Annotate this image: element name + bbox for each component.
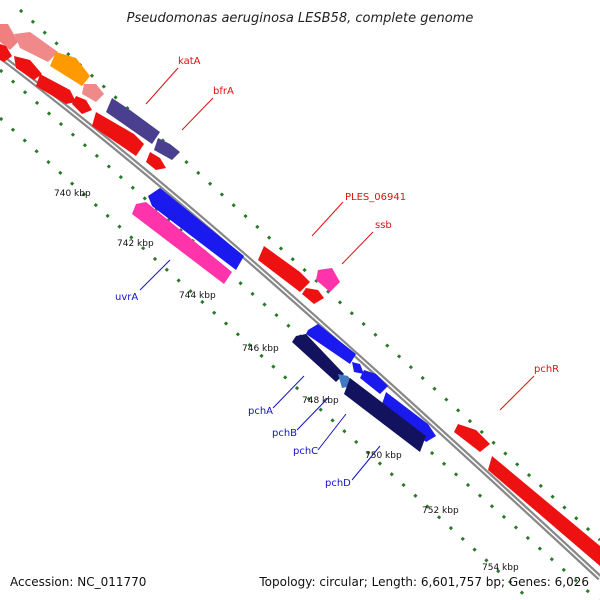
label-ples-06941: PLES_06941: [345, 192, 406, 203]
label-bfrA: bfrA: [213, 86, 234, 97]
feature-pink-2[interactable]: [14, 32, 58, 62]
label-uvrA: uvrA: [115, 292, 138, 303]
feature-red-7[interactable]: [302, 288, 324, 304]
tick-label-746: 746 kbp: [242, 344, 279, 354]
feature-ples-06941[interactable]: [258, 246, 310, 292]
genome-summary-text: Topology: circular; Length: 6,601,757 bp…: [258, 575, 589, 589]
feature-bfrA[interactable]: [154, 138, 180, 160]
map-title: Pseudomonas aeruginosa LESB58, complete …: [127, 11, 474, 26]
feature-uvrA[interactable]: [132, 202, 232, 284]
tick-label-740: 740 kbp: [54, 189, 91, 199]
feature-navy-2[interactable]: [344, 378, 426, 452]
feature-blue-large[interactable]: [148, 188, 244, 270]
tick-label-744: 744 kbp: [179, 291, 216, 301]
label-pchA: pchA: [248, 406, 273, 417]
feature-pink-3[interactable]: [82, 84, 104, 102]
feature-pchC-blue[interactable]: [382, 392, 436, 442]
tick-label-754: 754 kbp: [482, 563, 519, 573]
label-katA: katA: [178, 56, 201, 67]
dotted-track-outer: [18, 8, 600, 542]
tick-label-748: 748 kbp: [302, 396, 339, 406]
feature-pchA-blue[interactable]: [306, 324, 356, 364]
label-connectors: [139, 67, 535, 481]
label-pchB: pchB: [272, 428, 297, 439]
tick-label-742: 742 kbp: [117, 239, 154, 249]
tick-label-750: 750 kbp: [365, 451, 402, 461]
label-ssb: ssb: [375, 220, 392, 231]
feature-pchB-blue[interactable]: [360, 370, 388, 394]
feature-blue-small-1[interactable]: [352, 362, 364, 374]
feature-red-4[interactable]: [72, 96, 92, 114]
feature-red-long[interactable]: [488, 456, 600, 566]
genome-backbone: [0, 53, 600, 581]
feature-red-5[interactable]: [92, 112, 144, 156]
feature-pchR[interactable]: [454, 424, 490, 452]
label-pchR: pchR: [534, 364, 559, 375]
label-pchD: pchD: [325, 478, 351, 489]
tick-label-752: 752 kbp: [422, 506, 459, 516]
label-pchC: pchC: [293, 446, 318, 457]
feature-katA[interactable]: [106, 98, 160, 144]
feature-red-2[interactable]: [14, 56, 42, 80]
accession-text: Accession: NC_011770: [10, 575, 146, 589]
feature-orange[interactable]: [50, 52, 90, 86]
feature-red-1[interactable]: [0, 44, 12, 62]
feature-red-3[interactable]: [36, 74, 76, 104]
feature-navy-1[interactable]: [292, 334, 344, 382]
feature-red-6[interactable]: [146, 152, 166, 170]
feature-pink-1[interactable]: [0, 24, 18, 50]
dotted-track-mid: [0, 68, 600, 600]
feature-ssb[interactable]: [316, 268, 340, 292]
